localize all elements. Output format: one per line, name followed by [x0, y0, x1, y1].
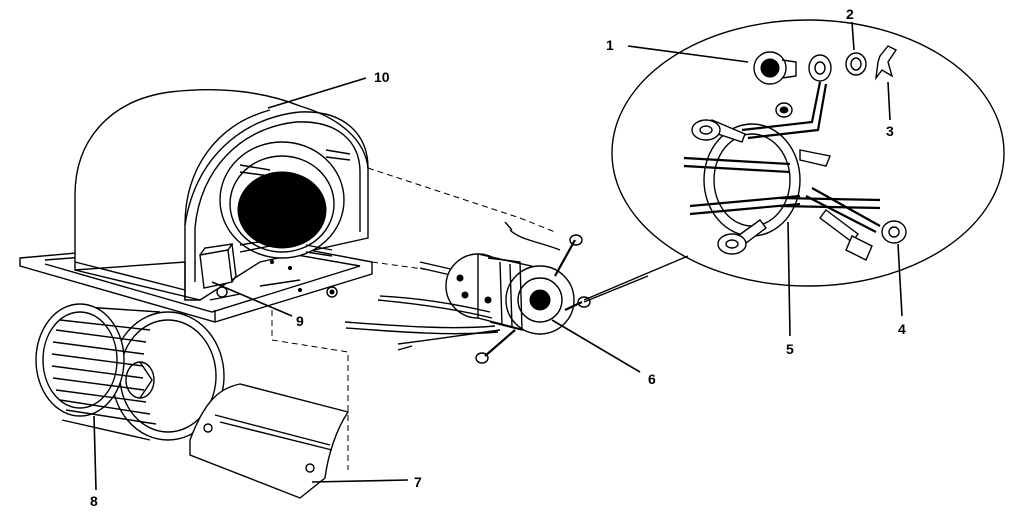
- blower-wheel: [35, 303, 225, 441]
- grommet: [753, 51, 797, 85]
- blower-housing: [19, 88, 373, 323]
- callout-labels: 1 2 3 4 5 6 7 8 9 10: [90, 6, 906, 509]
- callout-4: 4: [898, 321, 906, 337]
- callout-1: 1: [606, 37, 614, 53]
- callout-7: 7: [414, 474, 422, 490]
- washer: [845, 52, 867, 76]
- callout-9: 9: [296, 313, 304, 329]
- blower-motor: [344, 221, 591, 364]
- assembly-guide-lines: [271, 167, 556, 470]
- callout-5: 5: [786, 341, 794, 357]
- callout-8: 8: [90, 493, 98, 509]
- cutoff-plate: [189, 383, 350, 499]
- callout-3: 3: [886, 123, 894, 139]
- callout-2: 2: [846, 6, 854, 22]
- callout-leaders: [93, 21, 903, 491]
- retaining-clip: [874, 45, 898, 81]
- callout-6: 6: [648, 371, 656, 387]
- detail-bubble: [583, 19, 1005, 303]
- motor-mount-bracket: [199, 243, 338, 301]
- motor-mount-ring: [683, 54, 907, 261]
- callout-10: 10: [374, 69, 390, 85]
